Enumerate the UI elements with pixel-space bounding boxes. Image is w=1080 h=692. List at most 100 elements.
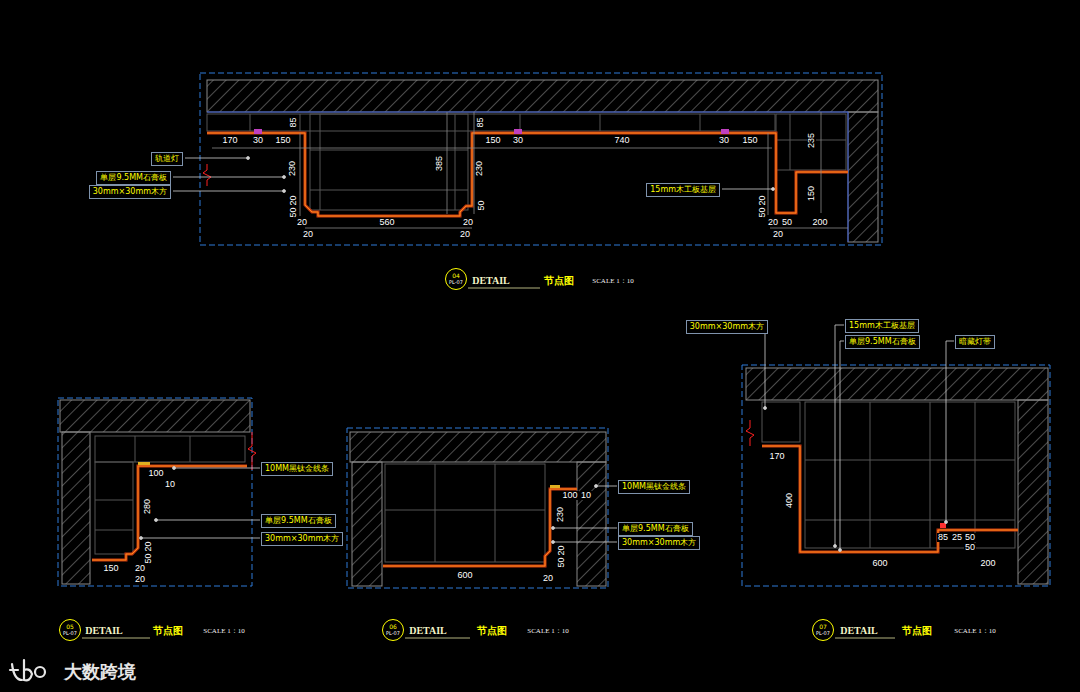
dimension-text: 150	[274, 136, 291, 145]
callout-box: 30mm×30mm木方	[618, 536, 700, 550]
detail-number: 07	[819, 624, 827, 630]
scale-note: SCALE 1：10	[202, 628, 245, 635]
dimension-text: 30	[252, 136, 264, 145]
watermark-logo	[10, 660, 45, 680]
callout-box: 30mm×30mm木方	[89, 185, 171, 199]
dimension-text: 280	[144, 497, 153, 514]
callout-text: 单层9.5MM石膏板	[265, 516, 332, 526]
dimension-text: 20	[459, 230, 471, 239]
dimension-text: 170	[221, 136, 238, 145]
dimension-text: 50	[288, 206, 297, 218]
dimension-text: 20	[134, 575, 146, 584]
detail-title: 节点图	[901, 626, 933, 636]
callout-text: 30mm×30mm木方	[93, 187, 167, 197]
callout-text: 轨道灯	[155, 154, 179, 164]
dimension-text: 600	[871, 559, 888, 568]
dimension-text: 230	[289, 159, 298, 176]
detail-number: 06	[389, 624, 397, 630]
callout-text: 15mm木工板基层	[650, 185, 716, 195]
detail-title: 节点图	[543, 276, 575, 286]
callout-text: 单层9.5MM石膏板	[849, 337, 916, 347]
detail-title: DETAIL	[408, 626, 448, 636]
dimension-text: 150	[741, 136, 758, 145]
detail-title: 节点图	[152, 626, 184, 636]
dimension-text: 20	[143, 540, 152, 552]
watermark: 大数跨境	[63, 663, 137, 681]
callout-text: 暗藏灯带	[959, 337, 991, 347]
callout-box: 单层9.5MM石膏板	[845, 335, 920, 349]
dimension-text: 50	[143, 552, 152, 564]
callout-box: 单层9.5MM石膏板	[618, 522, 693, 536]
detail-title: DETAIL	[84, 626, 124, 636]
callout-text: 30mm×30mm木方	[690, 322, 764, 332]
detail-number: 04	[452, 273, 460, 279]
detail-06	[347, 428, 617, 638]
callout-text: 单层9.5MM石膏板	[622, 524, 689, 534]
dimension-text: 20	[134, 564, 146, 573]
callout-box: 15mm木工板基层	[646, 183, 720, 197]
dimension-text: 170	[768, 452, 785, 461]
detail-05	[58, 398, 260, 638]
dimension-text: 50	[556, 556, 565, 568]
callout-box: 30mm×30mm木方	[686, 320, 768, 334]
detail-title: DETAIL	[471, 276, 511, 286]
callout-box: 单层9.5MM石膏板	[261, 514, 336, 528]
callout-text: 15mm木工板基层	[849, 321, 915, 331]
detail-number: PL-07	[386, 630, 400, 636]
dimension-text: 400	[786, 491, 795, 508]
dimension-text: 10	[164, 480, 176, 489]
dimension-text: 150	[484, 136, 501, 145]
dimension-text: 100	[147, 469, 164, 478]
dimension-text: 20	[542, 574, 554, 583]
detail-marker: 07PL-07	[812, 619, 834, 641]
dimension-text: 85	[475, 116, 484, 128]
detail-number: PL-07	[449, 279, 463, 285]
top-detail	[173, 73, 882, 288]
dimension-text: 20	[757, 194, 766, 206]
dimension-text: 50	[476, 199, 485, 211]
dimension-text: 20	[556, 544, 565, 556]
detail-number: PL-07	[63, 630, 77, 636]
callout-text: 30mm×30mm木方	[265, 534, 339, 544]
scale-note: SCALE 1：10	[591, 278, 634, 285]
dimension-text: 50	[757, 206, 766, 218]
dimension-text: 25	[951, 533, 963, 542]
dimension-text: 150	[102, 564, 119, 573]
dimension-text: 30	[512, 136, 524, 145]
dimension-text: 230	[476, 159, 485, 176]
dimension-text: 20	[462, 218, 474, 227]
dimension-text: 85	[288, 116, 297, 128]
dimension-text: 740	[613, 136, 630, 145]
dimension-text: 230	[557, 505, 566, 522]
dimension-text: 200	[979, 559, 996, 568]
detail-marker: 04PL-07	[445, 268, 467, 290]
dimension-text: 50	[964, 543, 976, 552]
detail-title: 节点图	[476, 626, 508, 636]
dimension-text: 50	[964, 533, 976, 542]
detail-title: DETAIL	[839, 626, 879, 636]
callout-box: 轨道灯	[151, 152, 183, 166]
dimension-text: 20	[767, 218, 779, 227]
callout-text: 30mm×30mm木方	[622, 538, 696, 548]
callout-box: 单层9.5MM石膏板	[96, 171, 171, 185]
dimension-text: 20	[772, 230, 784, 239]
dimension-text: 560	[378, 218, 395, 227]
scale-note: SCALE 1：10	[953, 628, 996, 635]
callout-text: 单层9.5MM石膏板	[100, 173, 167, 183]
detail-07	[742, 325, 1050, 638]
dimension-text: 10	[580, 491, 592, 500]
detail-marker: 05PL-07	[59, 619, 81, 641]
detail-number: PL-07	[816, 630, 830, 636]
callout-box: 暗藏灯带	[955, 335, 995, 349]
dimension-text: 50	[781, 218, 793, 227]
dimension-text: 85	[937, 533, 949, 542]
dimension-text: 235	[808, 131, 817, 148]
callout-text: 10MM黑钛金线条	[265, 464, 329, 474]
callout-box: 10MM黑钛金线条	[618, 480, 690, 494]
detail-marker: 06PL-07	[382, 619, 404, 641]
dimension-text: 385	[436, 154, 445, 171]
dimension-text: 30	[718, 136, 730, 145]
callout-box: 30mm×30mm木方	[261, 532, 343, 546]
dimension-text: 20	[288, 194, 297, 206]
